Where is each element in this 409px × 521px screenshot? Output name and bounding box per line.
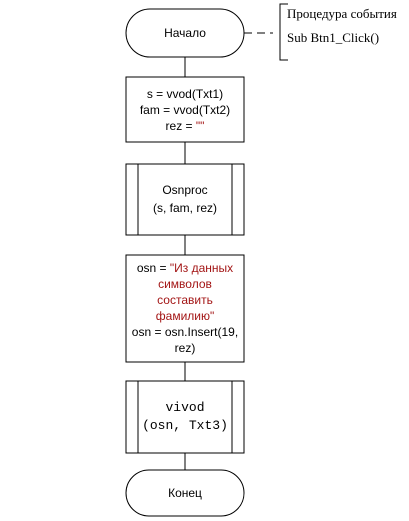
process-box-1: [125, 76, 245, 143]
comment-line-2: Sub Btn1_Click(): [287, 30, 379, 45]
process2-line-5: osn = osn.Insert(19,: [132, 325, 238, 339]
process2-line-1-string: "Из данных: [170, 261, 233, 275]
process1-line-2: fam = vvod(Txt2): [140, 103, 230, 117]
end-label: Конец: [168, 486, 202, 500]
process1-line-3: rez = "": [166, 119, 205, 133]
process1-line-1: s = vvod(Txt1): [147, 87, 223, 101]
process2-line-1-code: osn =: [137, 261, 170, 275]
comment-line-1: Процедура события: [287, 6, 397, 21]
process1-line-3-string: "": [196, 119, 205, 133]
subprocess1-line-2: (s, fam, rez): [153, 201, 217, 215]
process2-line-4: фамилию": [156, 309, 214, 323]
subprocess-box-1: [125, 163, 245, 236]
process2-line-6: rez): [175, 341, 196, 355]
subprocess-box-2: [125, 380, 245, 454]
subprocess2-line-2: (osn, Txt3): [142, 418, 228, 433]
start-label: Начало: [164, 26, 206, 40]
end-terminator: [125, 469, 245, 517]
comment-bracket: [279, 3, 288, 61]
process2-line-3: составить: [157, 293, 213, 307]
process2-line-1: osn = "Из данных: [137, 261, 233, 275]
process2-line-2: символов: [158, 277, 212, 291]
subprocess2-line-1: vivod: [165, 400, 204, 415]
process-box-2: [125, 254, 245, 363]
process1-line-3-code: rez =: [166, 119, 196, 133]
subprocess1-line-1: Osnproc: [162, 183, 207, 197]
start-terminator: [125, 8, 245, 58]
